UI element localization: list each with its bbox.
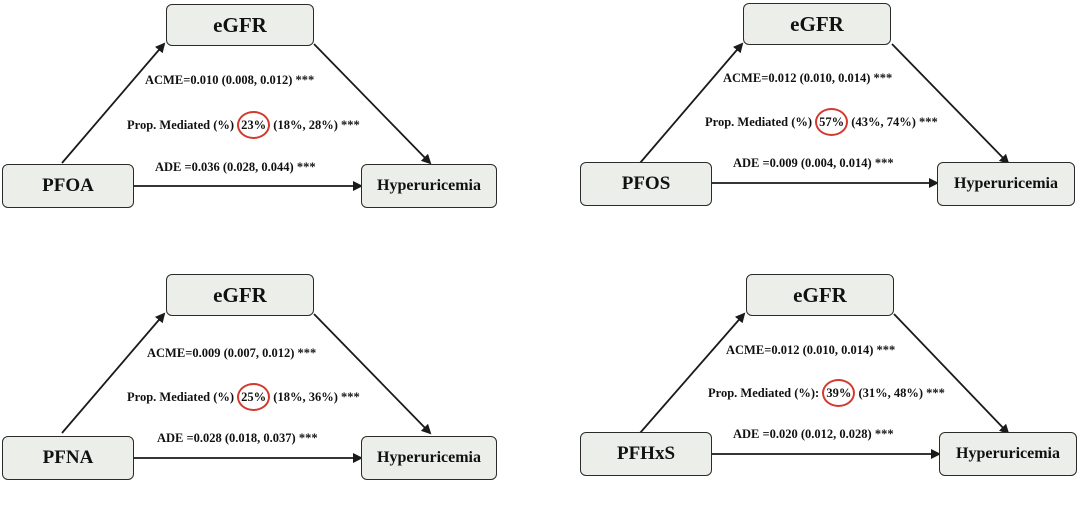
prop-mediated-highlight: 23% [237,111,271,139]
mediator-to-outcome-arrow [891,43,1010,165]
prop-mediated-ci: (18%, 36%) *** [273,390,360,404]
arrows-layer [61,42,432,191]
arrows-layer [639,42,1010,188]
prop-mediated-ci: (18%, 28%) *** [273,118,360,132]
prop-mediated-highlight: 25% [237,383,271,411]
mediator-box: eGFR [166,4,314,46]
arrows-layer [61,312,432,463]
prop-mediated-ci: (43%, 74%) *** [851,115,938,129]
acme-label: ACME=0.012 (0.010, 0.014) *** [726,343,896,357]
acme-label: ACME=0.012 (0.010, 0.014) *** [723,71,893,85]
acme-label: ACME=0.010 (0.008, 0.012) *** [145,73,315,87]
arrows-layer [639,312,1010,459]
mediator-to-outcome-arrow [313,43,432,165]
outcome-box: Hyperuricemia [361,436,497,480]
prop-mediated-prefix: Prop. Mediated (%): [708,386,820,400]
prop-mediated-prefix: Prop. Mediated (%) [127,390,235,404]
exposure-box: PFOS [580,162,712,206]
ade-label: ADE =0.036 (0.028, 0.044) *** [155,160,316,174]
acme-label: ACME=0.009 (0.007, 0.012) *** [147,346,317,360]
mediator-to-outcome-arrow [313,313,432,435]
mediator-box: eGFR [746,274,894,316]
prop-mediated-ci: (31%, 48%) *** [858,386,945,400]
exposure-box: PFNA [2,436,134,480]
mediator-box: eGFR [743,3,891,45]
exposure-box: PFOA [2,164,134,208]
prop-mediated-highlight: 57% [815,108,849,136]
mediation-panel-pfhxs: eGFR PFHxS Hyperuricemia ACME=0.012 (0.0… [578,272,1080,512]
outcome-box: Hyperuricemia [939,432,1077,476]
mediation-panel-pfoa: eGFR PFOA Hyperuricemia ACME=0.010 (0.00… [0,0,540,240]
mediator-box: eGFR [166,274,314,316]
outcome-box: Hyperuricemia [361,164,497,208]
prop-mediated-label: Prop. Mediated (%) 23% (18%, 28%) *** [127,111,360,139]
exposure-to-mediator-arrow [639,312,746,434]
prop-mediated-label: Prop. Mediated (%): 39% (31%, 48%) *** [708,379,945,407]
prop-mediated-prefix: Prop. Mediated (%) [127,118,235,132]
mediation-panel-pfna: eGFR PFNA Hyperuricemia ACME=0.009 (0.00… [0,270,540,510]
exposure-to-mediator-arrow [61,42,166,164]
prop-mediated-label: Prop. Mediated (%) 25% (18%, 36%) *** [127,383,360,411]
prop-mediated-label: Prop. Mediated (%) 57% (43%, 74%) *** [705,108,938,136]
ade-label: ADE =0.020 (0.012, 0.028) *** [733,427,894,441]
exposure-box: PFHxS [580,432,712,476]
ade-label: ADE =0.009 (0.004, 0.014) *** [733,156,894,170]
ade-label: ADE =0.028 (0.018, 0.037) *** [157,431,318,445]
outcome-box: Hyperuricemia [937,162,1075,206]
exposure-to-mediator-arrow [61,312,166,434]
mediator-to-outcome-arrow [893,313,1010,435]
prop-mediated-prefix: Prop. Mediated (%) [705,115,813,129]
mediation-panel-pfos: eGFR PFOS Hyperuricemia ACME=0.012 (0.01… [578,0,1080,240]
exposure-to-mediator-arrow [639,42,744,164]
